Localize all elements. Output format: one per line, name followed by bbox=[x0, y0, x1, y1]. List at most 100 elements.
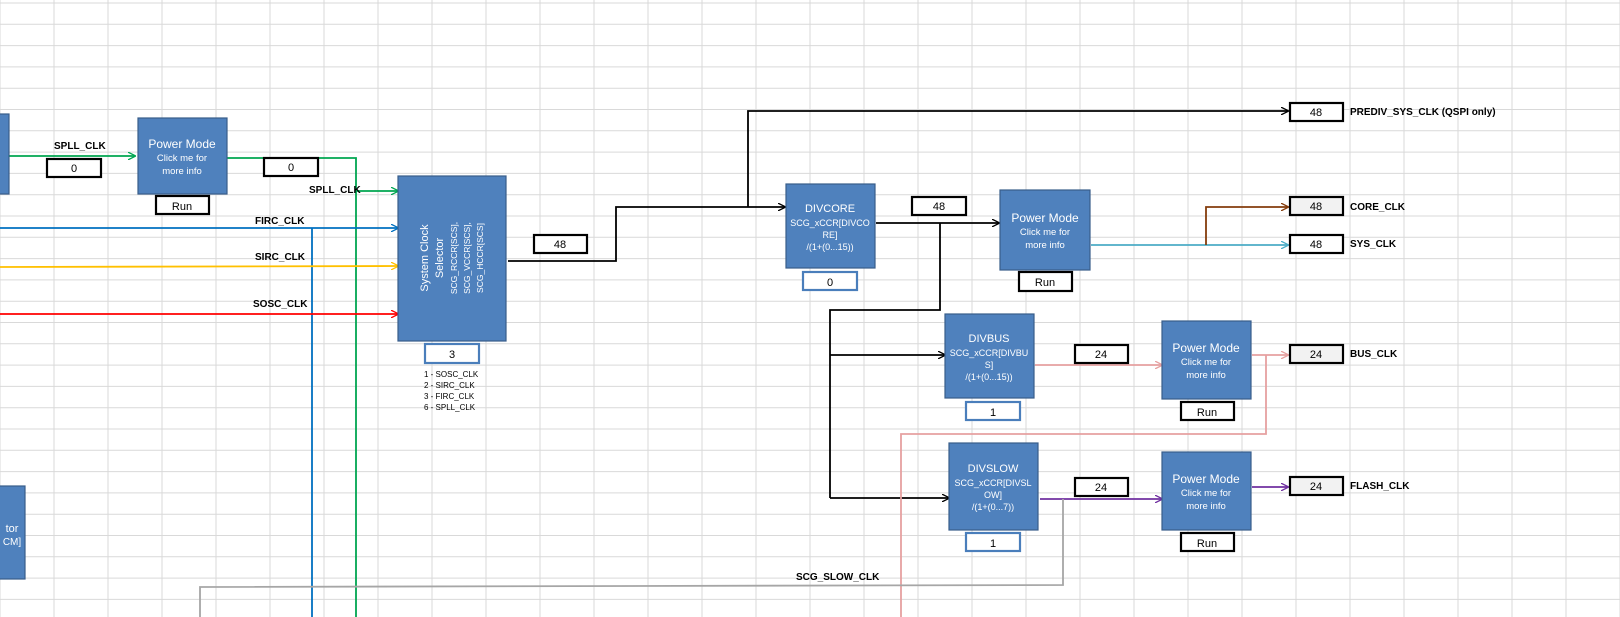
core-wire bbox=[1205, 207, 1288, 245]
svg-text:Run: Run bbox=[1197, 407, 1217, 419]
power-mode-block-spll[interactable]: Power Mode Click me for more info bbox=[137, 117, 228, 195]
divcore-out-value: 48 bbox=[910, 195, 968, 217]
bus-clk-label: BUS_CLK bbox=[1350, 349, 1398, 360]
svg-text:/(1+(0...15)): /(1+(0...15)) bbox=[806, 242, 853, 252]
svg-text:System Clock: System Clock bbox=[419, 224, 431, 292]
divslow-value-cell[interactable]: 1 bbox=[964, 531, 1022, 553]
power-mode-title: Power Mode bbox=[148, 137, 216, 151]
flash-clk-value: 24 bbox=[1288, 475, 1345, 497]
svg-text:48: 48 bbox=[1310, 239, 1322, 251]
svg-text:48: 48 bbox=[933, 201, 945, 213]
spll-in-value: 0 bbox=[45, 157, 103, 179]
divcore-value-cell[interactable]: 0 bbox=[801, 270, 859, 292]
svg-text:6 - SPLL_CLK: 6 - SPLL_CLK bbox=[424, 403, 476, 412]
svg-text:SCG_HCCR[SCS]: SCG_HCCR[SCS] bbox=[475, 223, 485, 293]
prediv-wire bbox=[747, 111, 1288, 207]
svg-text:48: 48 bbox=[1310, 201, 1322, 213]
svg-text:48: 48 bbox=[554, 239, 566, 251]
sirc-clk-label: SIRC_CLK bbox=[255, 252, 306, 263]
selector-output-wire bbox=[508, 207, 785, 262]
svg-text:more info: more info bbox=[162, 166, 202, 177]
divbus-out-value: 24 bbox=[1073, 343, 1130, 365]
svg-text:Run: Run bbox=[1035, 277, 1055, 289]
svg-text:Click me for: Click me for bbox=[1181, 488, 1231, 499]
svg-text:SCG_VCCR[SCS],: SCG_VCCR[SCS], bbox=[462, 222, 472, 294]
svg-text:OW]: OW] bbox=[984, 490, 1002, 500]
svg-text:/(1+(0...15)): /(1+(0...15)) bbox=[965, 372, 1012, 382]
power-mode-state-flash: Run bbox=[1179, 531, 1236, 553]
svg-text:24: 24 bbox=[1310, 481, 1322, 493]
sirc-wire bbox=[0, 266, 398, 267]
svg-text:SCG_xCCR[DIVSL: SCG_xCCR[DIVSL bbox=[954, 478, 1031, 488]
svg-text:SCG_RCCR[SCS],: SCG_RCCR[SCS], bbox=[449, 222, 459, 294]
svg-text:S]: S] bbox=[985, 360, 994, 370]
svg-text:DIVBUS: DIVBUS bbox=[969, 333, 1010, 345]
scg-slow-clk-label: SCG_SLOW_CLK bbox=[796, 572, 880, 583]
firc-clk-label: FIRC_CLK bbox=[255, 216, 305, 227]
svg-text:2 - SIRC_CLK: 2 - SIRC_CLK bbox=[424, 381, 475, 390]
svg-text:RE]: RE] bbox=[822, 230, 837, 240]
svg-text:1: 1 bbox=[990, 407, 996, 419]
divbus-block: DIVBUS SCG_xCCR[DIVBU S] /(1+(0...15)) bbox=[944, 313, 1035, 399]
system-clock-selector-block: System Clock Selector SCG_RCCR[SCS], SCG… bbox=[397, 175, 507, 342]
selector-value-cell[interactable]: 3 bbox=[423, 342, 481, 365]
sys-clk-label: SYS_CLK bbox=[1350, 239, 1397, 250]
svg-text:0: 0 bbox=[827, 277, 833, 289]
svg-text:24: 24 bbox=[1095, 482, 1107, 494]
svg-text:Click me for: Click me for bbox=[1020, 227, 1070, 238]
power-mode-block-core[interactable]: Power Mode Click me for more info bbox=[999, 189, 1091, 271]
svg-text:24: 24 bbox=[1095, 349, 1107, 361]
core-clk-label: CORE_CLK bbox=[1350, 202, 1406, 213]
svg-text:0: 0 bbox=[71, 163, 77, 175]
svg-text:Click me for: Click me for bbox=[157, 153, 207, 164]
svg-text:3: 3 bbox=[449, 349, 455, 361]
divcore-block: DIVCORE SCG_xCCR[DIVCO RE] /(1+(0...15)) bbox=[785, 183, 876, 269]
power-mode-state-bus: Run bbox=[1179, 400, 1236, 422]
svg-text:24: 24 bbox=[1310, 349, 1322, 361]
bus-feedback-wire bbox=[900, 355, 1267, 617]
svg-text:tor: tor bbox=[6, 523, 19, 535]
selector-out-value: 48 bbox=[532, 233, 589, 255]
svg-text:SCG_xCCR[DIVBU: SCG_xCCR[DIVBU bbox=[950, 348, 1029, 358]
svg-text:Run: Run bbox=[172, 201, 192, 213]
svg-text:Click me for: Click me for bbox=[1181, 357, 1231, 368]
power-mode-state-spll: Run bbox=[154, 194, 211, 216]
spll-clk-label: SPLL_CLK bbox=[309, 185, 361, 196]
svg-text:more info: more info bbox=[1186, 370, 1226, 381]
svg-text:1 - SOSC_CLK: 1 - SOSC_CLK bbox=[424, 370, 479, 379]
power-mode-block-flash[interactable]: Power Mode Click me for more info bbox=[1161, 451, 1252, 531]
bus-clk-value: 24 bbox=[1288, 343, 1345, 365]
divbus-value-cell[interactable]: 1 bbox=[964, 400, 1022, 422]
svg-text:48: 48 bbox=[1310, 107, 1322, 119]
svg-text:3 - FIRC_CLK: 3 - FIRC_CLK bbox=[424, 392, 475, 401]
power-mode-state-core: Run bbox=[1017, 270, 1074, 293]
svg-text:1: 1 bbox=[990, 538, 996, 550]
spll-out-value: 0 bbox=[262, 156, 320, 178]
sosc-clk-label: SOSC_CLK bbox=[253, 299, 308, 310]
svg-text:Selector: Selector bbox=[434, 237, 446, 278]
svg-text:DIVSLOW: DIVSLOW bbox=[968, 463, 1019, 475]
source-block-partial bbox=[0, 113, 10, 195]
svg-text:Run: Run bbox=[1197, 538, 1217, 550]
divslow-out-value: 24 bbox=[1073, 476, 1130, 498]
selector-legend: 1 - SOSC_CLK 2 - SIRC_CLK 3 - FIRC_CLK 6… bbox=[424, 370, 479, 412]
svg-text:Power Mode: Power Mode bbox=[1011, 211, 1079, 225]
flash-clk-label: FLASH_CLK bbox=[1350, 481, 1410, 492]
spll-clk-label-top: SPLL_CLK bbox=[54, 141, 106, 152]
svg-text:Power Mode: Power Mode bbox=[1172, 472, 1240, 486]
scg-slow-wire bbox=[199, 499, 1064, 617]
sys-clk-value: 48 bbox=[1288, 233, 1345, 255]
prediv-sys-clk-value: 48 bbox=[1288, 101, 1345, 123]
prediv-sys-clk-label: PREDIV_SYS_CLK (QSPI only) bbox=[1350, 107, 1496, 118]
core-clk-value: 48 bbox=[1288, 195, 1345, 217]
power-mode-block-bus[interactable]: Power Mode Click me for more info bbox=[1161, 320, 1252, 400]
svg-text:DIVCORE: DIVCORE bbox=[805, 203, 855, 215]
svg-text:/(1+(0...7)): /(1+(0...7)) bbox=[972, 502, 1014, 512]
svg-text:Power Mode: Power Mode bbox=[1172, 341, 1240, 355]
svg-text:more info: more info bbox=[1025, 240, 1065, 251]
divslow-block: DIVSLOW SCG_xCCR[DIVSL OW] /(1+(0...7)) bbox=[948, 442, 1039, 531]
svg-text:CM]: CM] bbox=[3, 537, 22, 548]
divcore-branch-wire bbox=[829, 223, 941, 498]
